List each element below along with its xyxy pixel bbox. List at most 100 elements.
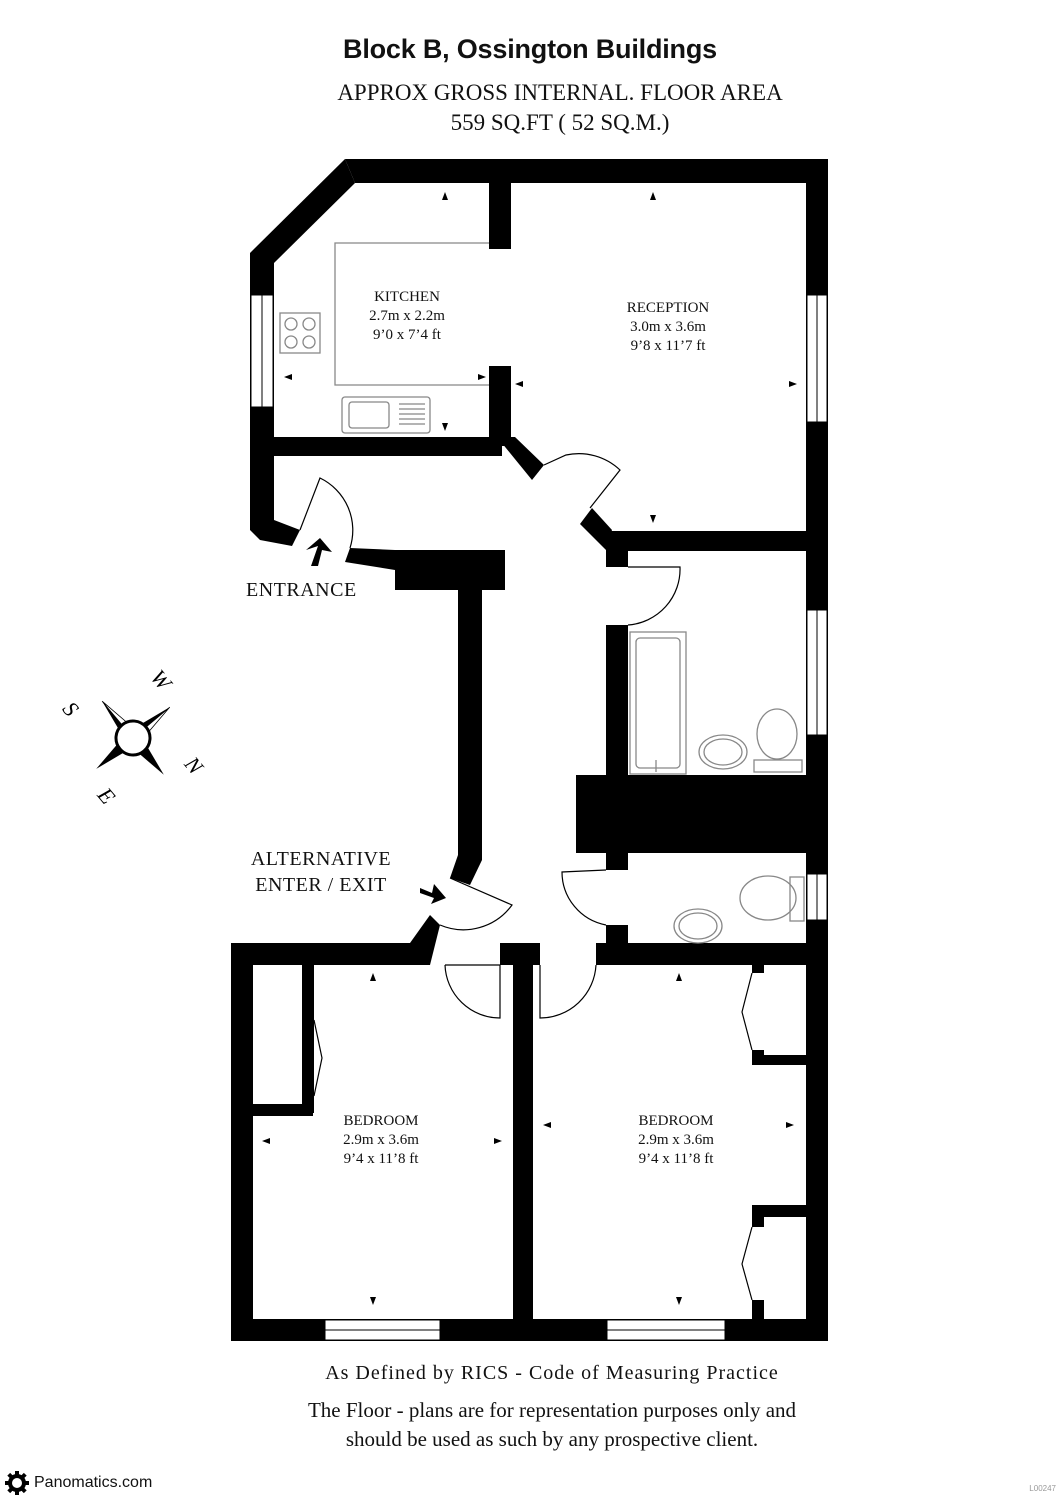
door-bathroom bbox=[627, 566, 681, 626]
compass-n: N bbox=[179, 751, 209, 780]
wall-bedroom-partition bbox=[513, 963, 533, 1333]
reception-name: RECEPTION bbox=[626, 300, 710, 316]
arrow-icon bbox=[676, 1297, 682, 1305]
arrow-icon bbox=[786, 1122, 794, 1128]
wall-hall-left-diag bbox=[450, 855, 482, 885]
bedroom-right-imperial: 9’4 x 11’8 ft bbox=[638, 1151, 714, 1167]
wall-closet-right-bot-v bbox=[752, 1205, 764, 1227]
plan-title: Block B, Ossington Buildings bbox=[343, 34, 717, 64]
wall-kitchen-reception-top bbox=[489, 183, 511, 249]
area-value: 559 SQ.FT ( 52 SQ.M.) bbox=[450, 110, 670, 135]
arrow-icon bbox=[262, 1138, 270, 1144]
reception-metric: 3.0m x 3.6m bbox=[630, 319, 706, 335]
kitchen-name: KITCHEN bbox=[374, 289, 440, 305]
wall-kitchen-reception-bottom bbox=[489, 366, 511, 446]
bedroom-left-metric: 2.9m x 3.6m bbox=[343, 1132, 419, 1148]
toilet-icon bbox=[739, 875, 805, 922]
rics-note: As Defined by RICS - Code of Measuring P… bbox=[325, 1362, 779, 1384]
arrow-icon bbox=[478, 374, 486, 380]
wall-hall-left bbox=[458, 590, 482, 860]
room-label-reception: RECEPTION 3.0m x 3.6m 9’8 x 11’7 ft bbox=[598, 299, 738, 356]
sink-icon bbox=[341, 396, 431, 434]
arrow-icon bbox=[650, 515, 656, 523]
area-caption: APPROX GROSS INTERNAL. FLOOR AREA bbox=[337, 80, 783, 105]
wall-entrance-left bbox=[250, 520, 300, 546]
arrow-icon bbox=[650, 192, 656, 200]
door-wc bbox=[561, 869, 607, 926]
arrow-icon bbox=[676, 973, 682, 981]
bath-icon bbox=[629, 631, 687, 775]
compass-e: E bbox=[92, 782, 121, 810]
arrow-icon bbox=[284, 374, 292, 380]
door-closet-left bbox=[313, 1019, 323, 1097]
door-reception bbox=[543, 453, 621, 509]
wall-closet-right-bot-h bbox=[752, 1205, 806, 1217]
wall-top bbox=[345, 159, 828, 183]
bedroom-left-imperial: 9’4 x 11’8 ft bbox=[343, 1151, 419, 1167]
toilet-icon bbox=[753, 708, 803, 773]
disclaimer: The Floor - plans are for representation… bbox=[22, 1396, 1060, 1454]
compass-s: S bbox=[58, 697, 84, 721]
wall-diag-hall-2 bbox=[580, 508, 612, 550]
alt-exit-label: ALTERNATIVE ENTER / EXIT bbox=[246, 846, 396, 898]
wall-closet-left-h bbox=[253, 1104, 313, 1116]
wall-diagonal-nw bbox=[250, 159, 355, 263]
gear-icon bbox=[5, 1471, 29, 1495]
bedroom-right-metric: 2.9m x 3.6m bbox=[638, 1132, 714, 1148]
alt-exit-arrow-icon bbox=[420, 884, 446, 904]
dimension-arrows bbox=[262, 192, 797, 1305]
room-label-kitchen: KITCHEN 2.7m x 2.2m 9’0 x 7’4 ft bbox=[347, 288, 467, 345]
arrow-icon bbox=[543, 1122, 551, 1128]
plan-code: L00247 bbox=[1029, 1484, 1056, 1493]
door-bedroom-left bbox=[444, 964, 501, 1019]
wall-closet-right-bot-v2 bbox=[752, 1300, 764, 1322]
arrow-icon bbox=[442, 192, 448, 200]
wall-bath-block bbox=[576, 775, 828, 853]
brand-logo[interactable]: Panomatics.com bbox=[4, 1470, 152, 1496]
entrance-arrow-icon bbox=[306, 538, 332, 566]
compass-w: W bbox=[146, 665, 178, 696]
windows bbox=[250, 294, 828, 1341]
wall-kitchen-bottom bbox=[274, 437, 502, 456]
arrow-icon bbox=[442, 423, 448, 431]
hob-icon bbox=[279, 312, 321, 354]
kitchen-worktop bbox=[334, 242, 489, 386]
kitchen-fixtures bbox=[279, 242, 489, 434]
wall-bedroom-top-left bbox=[231, 943, 411, 965]
wall-alt-exit bbox=[410, 915, 440, 965]
wall-bedroom-left bbox=[231, 943, 253, 1341]
doors bbox=[299, 453, 753, 1301]
arrow-icon bbox=[789, 381, 797, 387]
wall-bath-left bbox=[606, 531, 628, 567]
door-closet-right-bottom bbox=[741, 1226, 753, 1301]
basin-icon bbox=[673, 908, 723, 944]
arrow-icon bbox=[370, 1297, 376, 1305]
room-label-bedroom-right: BEDROOM 2.9m x 3.6m 9’4 x 11’8 ft bbox=[608, 1112, 744, 1169]
kitchen-imperial: 9’0 x 7’4 ft bbox=[373, 327, 441, 343]
door-alt-exit bbox=[439, 877, 513, 931]
bedroom-right-name: BEDROOM bbox=[638, 1113, 714, 1129]
wall-diag-hall-1 bbox=[497, 437, 544, 480]
room-label-bedroom-left: BEDROOM 2.9m x 3.6m 9’4 x 11’8 ft bbox=[313, 1112, 449, 1169]
entrance-label: ENTRANCE bbox=[246, 579, 357, 601]
wall-bedroom-top-right bbox=[596, 943, 828, 965]
alt-exit-line2: ENTER / EXIT bbox=[255, 874, 387, 896]
wall-reception-bottom bbox=[606, 531, 828, 551]
compass-icon bbox=[96, 700, 171, 775]
arrow-icon bbox=[370, 973, 376, 981]
bathroom-fixtures bbox=[629, 631, 805, 944]
wall-bedroom-top-mid bbox=[500, 943, 540, 965]
wall-bedroom-right bbox=[806, 963, 828, 1341]
basin-icon bbox=[698, 734, 748, 770]
arrow-icon bbox=[515, 381, 523, 387]
wall-closet-right-top-h bbox=[752, 1055, 806, 1065]
wall-hall-top bbox=[395, 550, 505, 590]
reception-imperial: 9’8 x 11’7 ft bbox=[630, 338, 706, 354]
disclaimer-line2: should be used as such by any prospectiv… bbox=[345, 1427, 759, 1451]
wall-closet-right-top-v bbox=[752, 963, 764, 973]
wall-closet-left-v bbox=[302, 963, 314, 1113]
arrow-icon bbox=[494, 1138, 502, 1144]
door-entrance bbox=[299, 477, 354, 549]
disclaimer-line1: The Floor - plans are for representation… bbox=[307, 1398, 797, 1422]
